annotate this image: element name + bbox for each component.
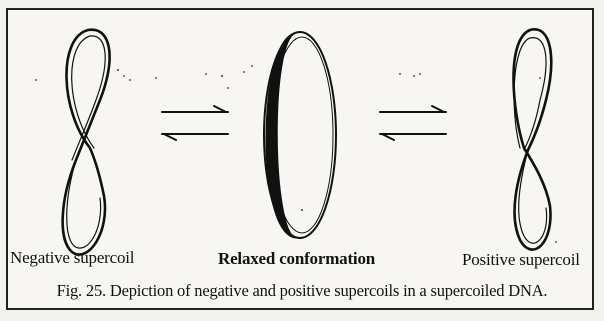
left-equilibrium-arrows — [162, 106, 228, 140]
right-equilibrium-arrows — [380, 106, 446, 140]
figure-caption: Fig. 25. Depiction of negative and posit… — [0, 281, 604, 301]
positive-supercoil-label: Positive supercoil — [462, 250, 580, 270]
positive-supercoil-loop — [514, 29, 552, 249]
negative-supercoil-loop — [63, 30, 110, 255]
negative-supercoil-label: Negative supercoil — [10, 248, 134, 268]
relaxed-circle — [264, 32, 336, 238]
relaxed-conformation-label: Relaxed conformation — [218, 249, 375, 269]
scan-speckles — [35, 65, 557, 243]
